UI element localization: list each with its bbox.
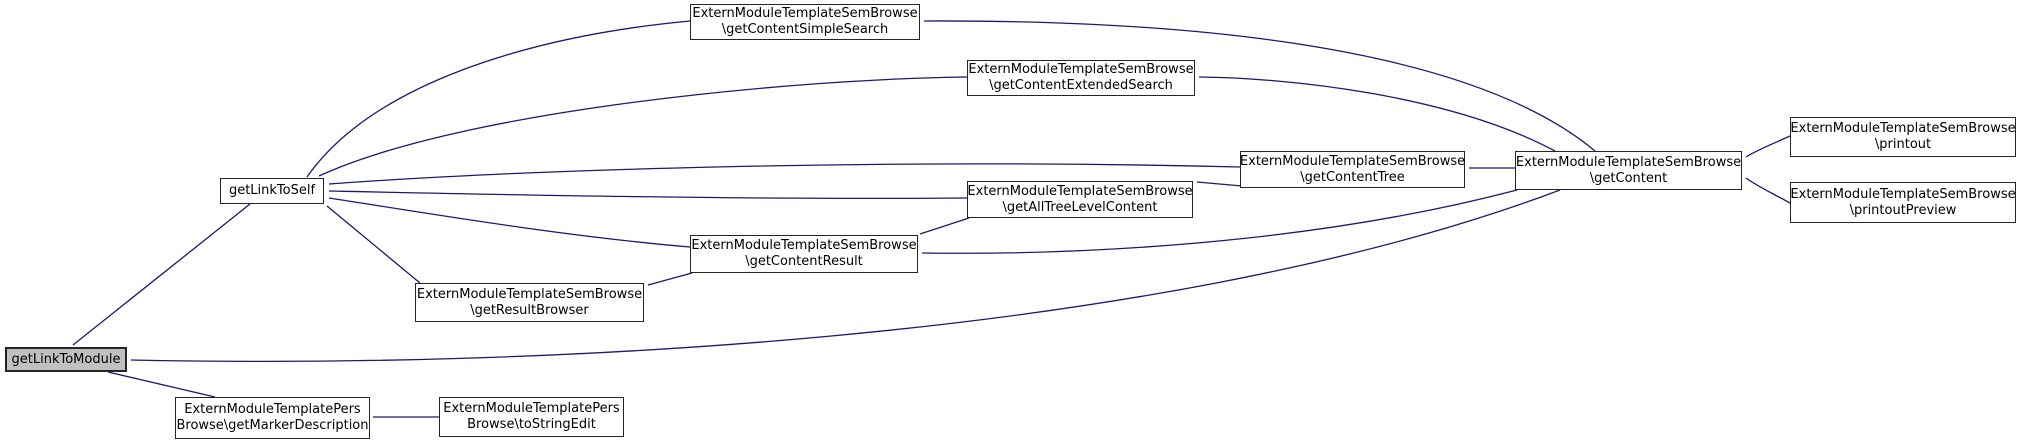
edge-getContent-to-getContentResult: [921, 189, 1518, 254]
edge-printoutPreview-to-getContent: [1745, 177, 1791, 204]
edge-getContent-to-getLinkToModule: [130, 189, 1561, 363]
node-printoutPreview[interactable]: ExternModuleTemplateSemBrowse \printoutP…: [1790, 182, 2016, 223]
edge-getContentExtendedSearch-to-getLinkToSelf: [318, 76, 968, 177]
edge-getAllTreeLevelContent-to-getLinkToSelf: [328, 190, 968, 200]
node-printout[interactable]: ExternModuleTemplateSemBrowse \printout: [1790, 117, 2016, 157]
edge-getLinkToSelf-to-getLinkToModule: [72, 203, 251, 346]
node-getMarkerDescription[interactable]: ExternModuleTemplatePers Browse\getMarke…: [175, 397, 370, 439]
edge-getContent-to-getContentExtendedSearch: [1198, 76, 1556, 152]
edge-getResultBrowser-to-getLinkToSelf: [326, 205, 421, 284]
edge-getContentTree-to-getLinkToSelf: [328, 163, 1241, 185]
node-getResultBrowser[interactable]: ExternModuleTemplateSemBrowse \getResult…: [415, 283, 644, 322]
node-getLinkToSelf[interactable]: getLinkToSelf: [220, 178, 324, 204]
edge-getMarkerDescription-to-getLinkToModule: [107, 371, 216, 398]
node-getContentExtendedSearch[interactable]: ExternModuleTemplateSemBrowse \getConten…: [967, 60, 1195, 96]
edge-getContentResult-to-getResultBrowser: [647, 272, 693, 286]
node-getAllTreeLevelContent[interactable]: ExternModuleTemplateSemBrowse \getAllTre…: [967, 181, 1193, 218]
node-getContentTree[interactable]: ExternModuleTemplateSemBrowse \getConten…: [1240, 151, 1465, 188]
node-getContentSimpleSearch[interactable]: ExternModuleTemplateSemBrowse \getConten…: [690, 4, 920, 40]
node-getContentResult[interactable]: ExternModuleTemplateSemBrowse \getConten…: [690, 235, 918, 273]
edge-getContent-to-getContentSimpleSearch: [923, 20, 1596, 152]
edge-getContentSimpleSearch-to-getLinkToSelf: [306, 20, 691, 178]
node-getContent[interactable]: ExternModuleTemplateSemBrowse \getConten…: [1515, 151, 1742, 190]
edge-getContentTree-to-getAllTreeLevelContent: [1196, 181, 1243, 187]
node-toStringEdit[interactable]: ExternModuleTemplatePers Browse\toString…: [439, 397, 624, 437]
node-getLinkToModule[interactable]: getLinkToModule: [5, 347, 127, 372]
edge-getContentResult-to-getLinkToSelf: [328, 197, 691, 248]
edge-printout-to-getContent: [1745, 135, 1791, 158]
edge-getAllTreeLevelContent-to-getContentResult: [919, 217, 970, 235]
